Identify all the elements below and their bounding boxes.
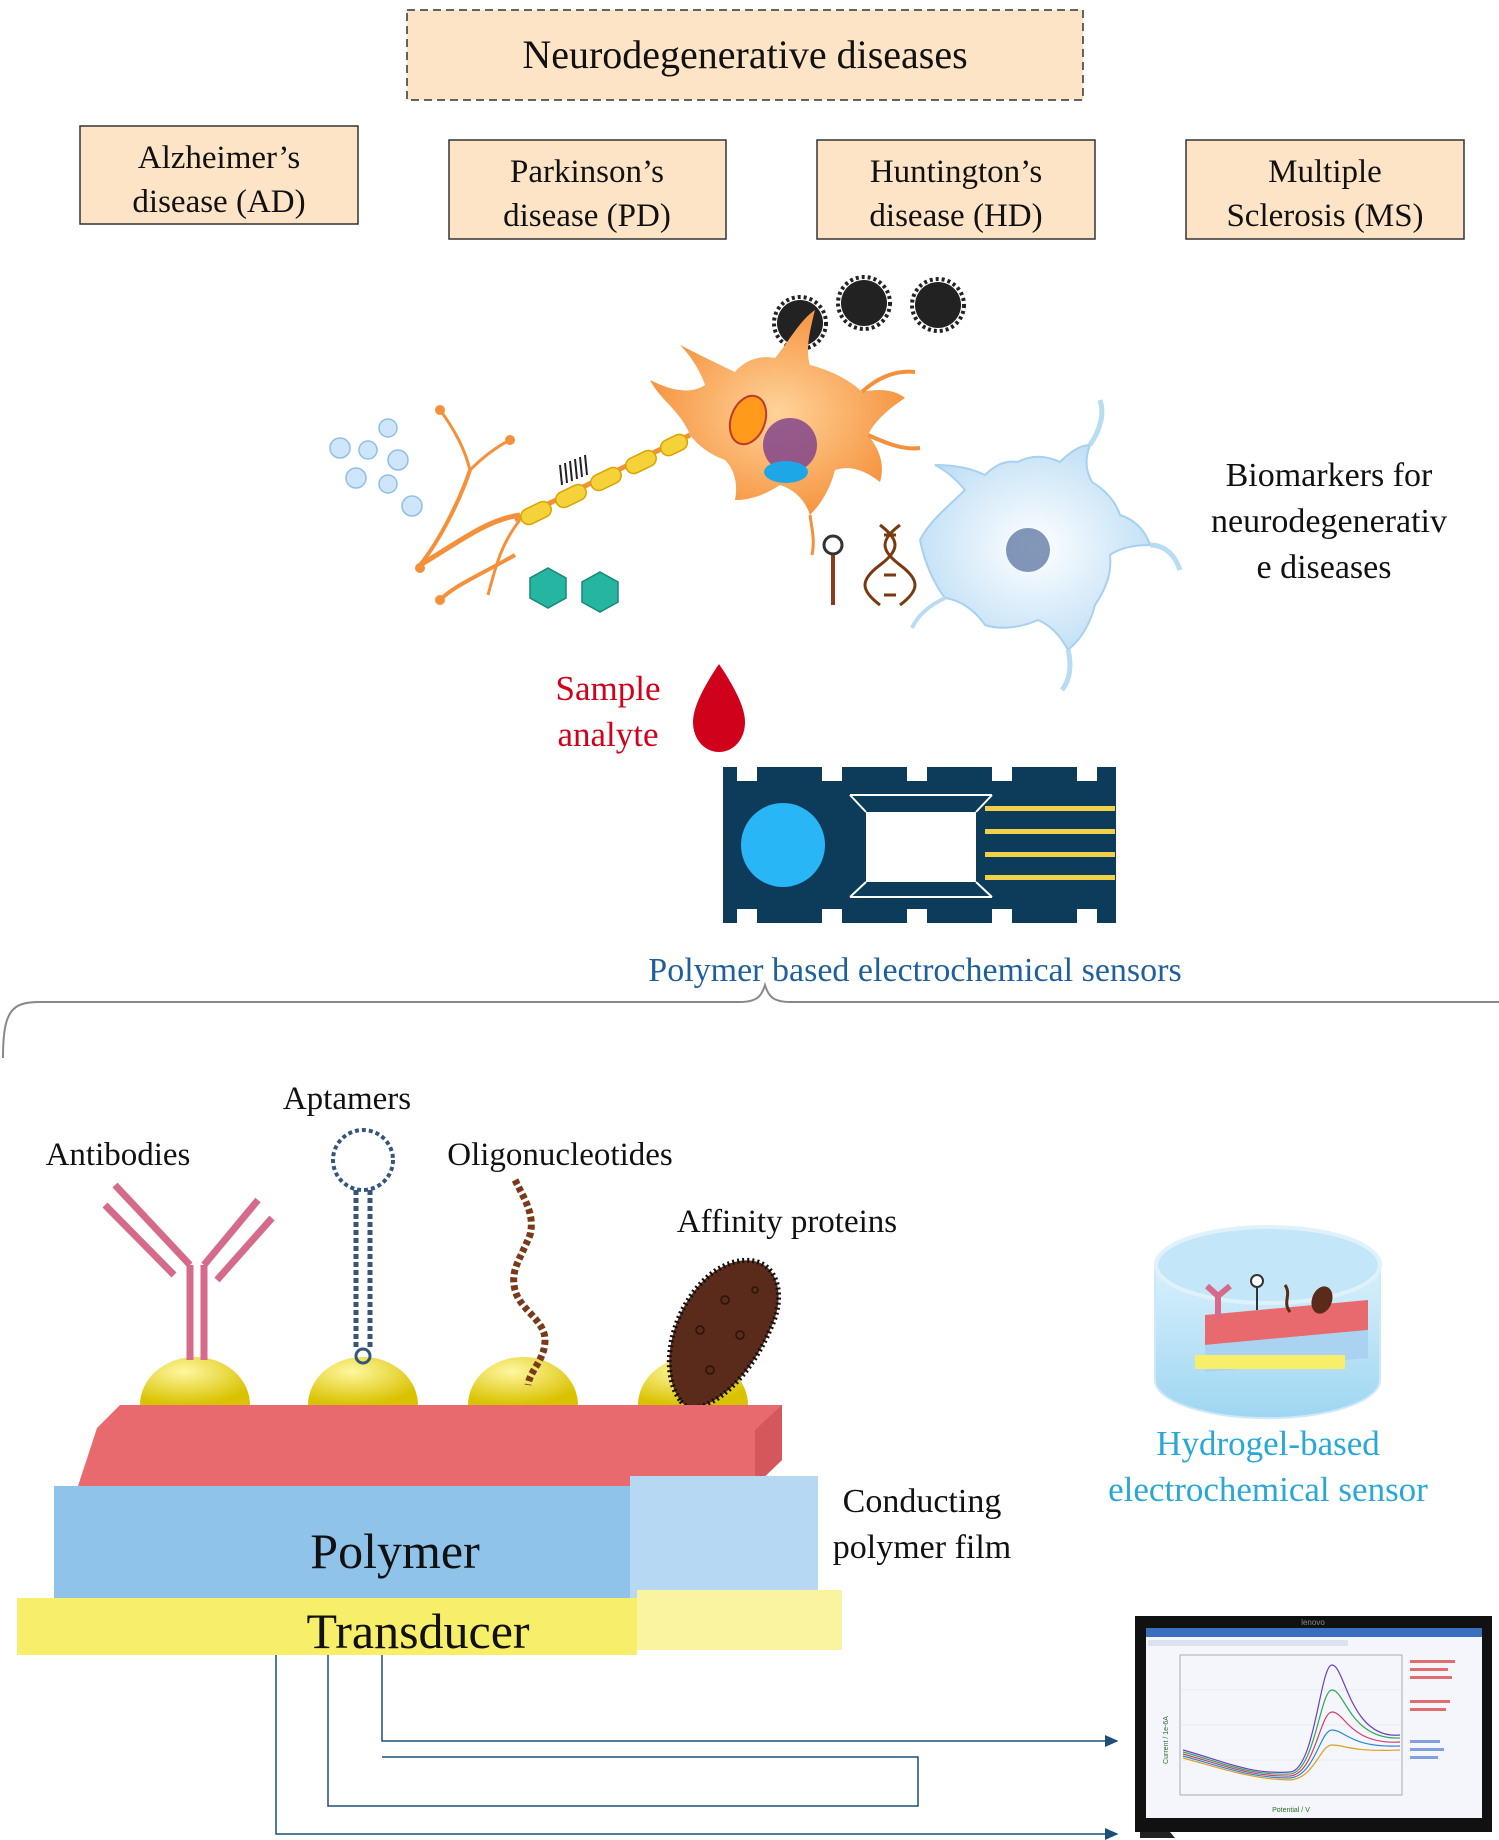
film-line2: polymer film [833, 1529, 1011, 1566]
neuron-icon [415, 310, 921, 605]
hydrogel-line2: electrochemical sensor [1108, 1470, 1428, 1509]
brace-divider [2, 981, 1499, 1059]
signal-connectors [275, 1655, 1119, 1840]
molecule-cluster-icon [329, 418, 423, 517]
sensor-label: Polymer based electrochemical sensors [648, 952, 1181, 989]
affinity-protein-icon [666, 1257, 782, 1411]
aptamer-icon [331, 1128, 395, 1365]
antibody-icon [102, 1182, 275, 1360]
monitor-xlabel: Potential / V [1272, 1807, 1310, 1814]
transducer-label: Transducer [306, 1603, 529, 1659]
hexagon-protein-icons [529, 567, 619, 613]
label-aptamers: Aptamers [283, 1081, 411, 1117]
disease-box-pd: Parkinson’s disease (PD) [448, 139, 727, 240]
biomarkers-line2: neurodegenerativ [1211, 503, 1447, 540]
aptamer-small-icon [822, 534, 844, 605]
gold-nanoparticle-domes [140, 1357, 748, 1405]
label-affinity-proteins: Affinity proteins [677, 1204, 897, 1240]
sample-line2: analyte [557, 715, 658, 754]
label-antibodies: Antibodies [46, 1137, 191, 1173]
working-electrode-icon [741, 803, 825, 887]
disease-ad-line1: Alzheimer’s [138, 140, 301, 176]
transducer-layer [17, 1598, 637, 1655]
blood-drop-icon [693, 664, 745, 752]
disease-pd-line2: disease (PD) [503, 198, 671, 234]
hydrogel-sensor-icon [1154, 1225, 1382, 1420]
disease-hd-line1: Huntington’s [870, 154, 1042, 190]
disease-ms-line2: Sclerosis (MS) [1226, 198, 1423, 234]
disease-hd-line2: disease (HD) [869, 198, 1042, 234]
monitor-icon: lenovo Curre [1135, 1616, 1492, 1838]
hydrogel-line1: Hydrogel-based [1156, 1424, 1380, 1463]
monitor-ylabel: Current / 1e-6A [1163, 1716, 1170, 1764]
conducting-film-side [630, 1476, 818, 1598]
dna-icon [863, 523, 917, 607]
transducer-side [637, 1590, 842, 1650]
polymer-layer [54, 1486, 630, 1598]
biomarkers-line3: e diseases [1256, 549, 1391, 586]
film-line1: Conducting [843, 1483, 1002, 1520]
polymer-label: Polymer [310, 1523, 480, 1579]
oligonucleotide-icon [510, 1178, 549, 1386]
label-oligonucleotides: Oligonucleotides [447, 1137, 672, 1173]
disease-box-ms: Multiple Sclerosis (MS) [1185, 139, 1465, 240]
sensor-strip-icon [723, 767, 1116, 923]
glial-cell-icon [910, 399, 1183, 692]
top-layer-edge [755, 1405, 782, 1486]
monitor-brand: lenovo [1301, 1618, 1325, 1627]
protein-aggregate-icons [772, 275, 966, 351]
disease-ms-line1: Multiple [1268, 154, 1382, 190]
header-box: Neurodegenerative diseases [406, 9, 1084, 101]
sample-line1: Sample [556, 669, 661, 708]
disease-box-hd: Huntington’s disease (HD) [816, 139, 1096, 240]
disease-ad-line2: disease (AD) [132, 184, 305, 220]
disease-box-ad: Alzheimer’s disease (AD) [79, 125, 359, 225]
disease-pd-line1: Parkinson’s [510, 154, 664, 190]
header-title: Neurodegenerative diseases [522, 32, 967, 77]
biomarkers-line1: Biomarkers for [1226, 457, 1433, 494]
top-functional-layer [78, 1405, 782, 1486]
